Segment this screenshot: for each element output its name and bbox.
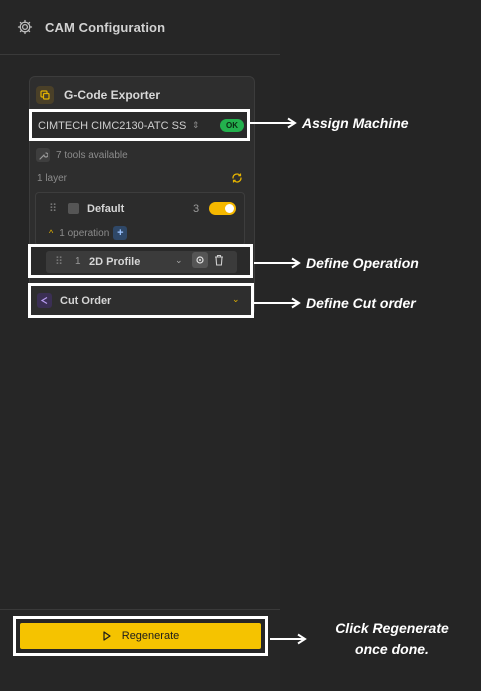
layer-number: 3 (193, 203, 200, 215)
layer-toggle[interactable] (209, 202, 236, 215)
arrow-right-icon (254, 297, 302, 309)
layer-name: Default (87, 203, 125, 215)
regenerate-highlight: Regenerate (13, 616, 268, 656)
chevron-up-icon: ^ (49, 228, 54, 238)
copy-icon (36, 86, 54, 104)
settings-icon[interactable] (192, 252, 208, 268)
chevron-down-icon[interactable]: ⌄ (232, 294, 240, 304)
sort-icon (37, 293, 52, 308)
regenerate-label: Regenerate (121, 630, 180, 642)
arrow-right-icon (270, 633, 308, 645)
drag-handle-icon[interactable]: ⠿ (55, 256, 63, 268)
wrench-icon (36, 148, 50, 162)
panel-header: CAM Configuration (0, 0, 280, 55)
annotation-label: Click Regenerate once done. (312, 618, 472, 660)
operations-summary[interactable]: ^ 1 operation + (49, 226, 128, 240)
page-title: CAM Configuration (45, 19, 166, 35)
play-icon (102, 631, 112, 641)
layer-checkbox[interactable] (68, 203, 79, 214)
operations-count: 1 operation (59, 227, 110, 239)
chevron-down-icon[interactable]: ⌄ (175, 255, 183, 265)
trash-icon[interactable] (214, 254, 226, 268)
add-operation-button[interactable]: + (113, 226, 128, 240)
annotation-assign-machine: Assign Machine (250, 115, 409, 131)
annotation-line: Click Regenerate (335, 620, 449, 636)
annotation-define-cut-order: Define Cut order (254, 295, 416, 311)
annotation-line: once done. (355, 641, 429, 657)
arrow-right-icon (250, 117, 298, 129)
annotation-regenerate: Click Regenerate once done. (270, 618, 475, 660)
regenerate-button[interactable]: Regenerate (20, 623, 261, 649)
toggle-knob (225, 204, 234, 213)
machine-highlight: CIMTECH CIMC2130-ATC SS (SC ⇕ OK (29, 109, 250, 141)
updown-chevron-icon: ⇕ (192, 120, 200, 130)
arrow-right-icon (254, 257, 302, 269)
drag-handle-icon[interactable]: ⠿ (49, 203, 57, 215)
machine-select-value: CIMTECH CIMC2130-ATC SS (SC (38, 119, 188, 132)
tools-count: 7 tools available (56, 149, 128, 161)
operation-index: 1 (75, 256, 81, 267)
cut-order-label[interactable]: Cut Order (60, 295, 112, 307)
footer-divider (0, 609, 280, 610)
operation-name: 2D Profile (89, 256, 141, 268)
annotation-label: Define Operation (306, 255, 419, 271)
tools-info: 7 tools available (36, 147, 128, 163)
status-badge: OK (220, 119, 244, 132)
operation-row[interactable] (46, 251, 237, 273)
machine-select[interactable]: CIMTECH CIMC2130-ATC SS (SC ⇕ (38, 117, 208, 134)
exporter-label: G-Code Exporter (64, 88, 161, 102)
annotation-define-operation: Define Operation (254, 255, 419, 271)
exporter-header: G-Code Exporter (36, 84, 160, 106)
cut-order-highlight: Cut Order ⌄ (28, 283, 254, 318)
refresh-icon[interactable] (231, 172, 243, 184)
operation-highlight (28, 244, 253, 278)
annotation-label: Define Cut order (306, 295, 416, 311)
gear-icon (17, 19, 33, 35)
annotation-label: Assign Machine (302, 115, 409, 131)
layer-count: 1 layer (37, 173, 68, 184)
